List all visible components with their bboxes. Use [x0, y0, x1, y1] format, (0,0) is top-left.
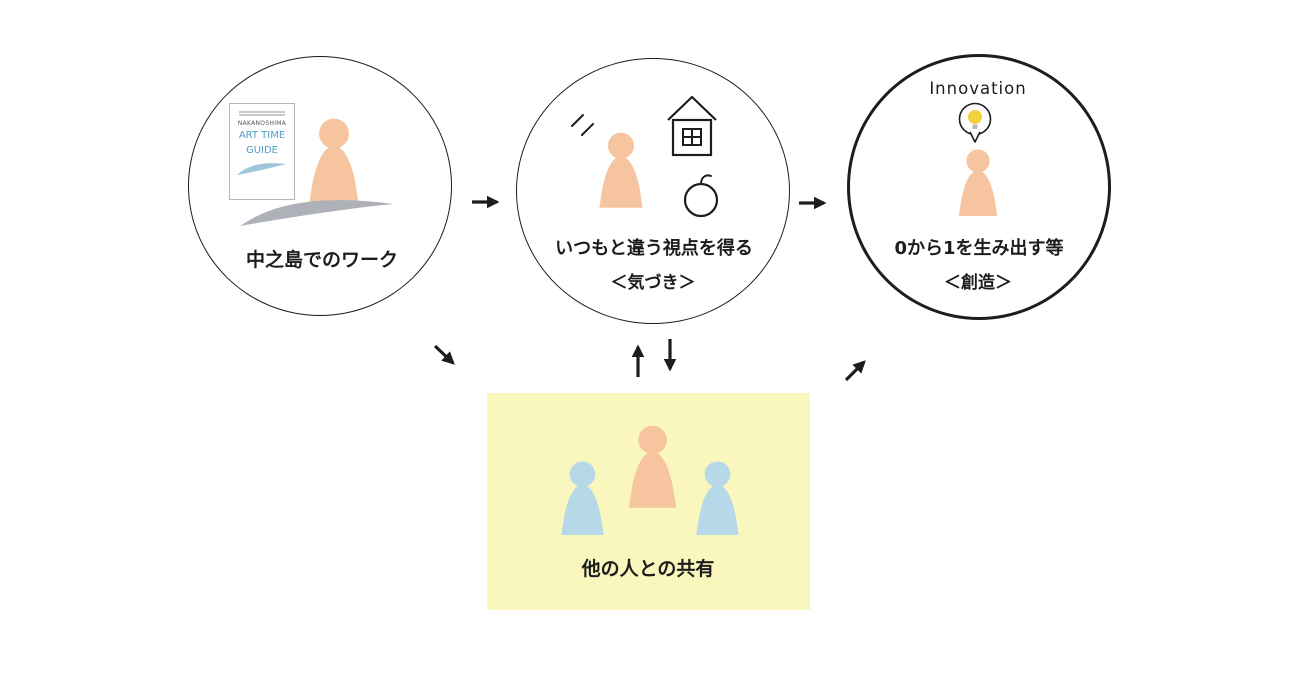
booklet-fineprint-line [239, 114, 285, 116]
booklet-fineprint-line [239, 110, 285, 113]
booklet-caption: NAKANOSHIMA [237, 120, 287, 127]
lightbulb-speech-icon [958, 102, 992, 143]
share-label: 他の人との共有 [581, 558, 715, 580]
person-icon [561, 461, 604, 535]
innovation-label: 0から1を生み出す等 [894, 238, 1064, 259]
apple-icon [683, 174, 719, 218]
creation-sublabel: ＜創造＞ [944, 273, 1012, 293]
booklet-swoosh-icon [237, 163, 286, 175]
gray-swoosh-icon [240, 200, 394, 226]
house-icon [667, 95, 717, 157]
awareness-sublabel: ＜気づき＞ [610, 273, 696, 293]
work-label: 中之島でのワーク [245, 249, 399, 271]
perspective-label: いつもと違う視点を得る [555, 238, 753, 259]
arrow-work-to-sharing [433, 344, 455, 365]
booklet-title-line1: ART TIME [238, 130, 286, 141]
person-icon [599, 132, 643, 208]
person-icon [628, 425, 677, 508]
emphasis-marks-icon [571, 114, 594, 136]
arrow-sharing-to-innovation [844, 360, 866, 382]
art-time-guide-booklet: NAKANOSHIMA ART TIME GUIDE [229, 103, 295, 200]
circle-new-perspective [516, 58, 790, 324]
person-icon [958, 149, 998, 216]
innovation-title: Innovation [929, 79, 1027, 98]
booklet-title-line2: GUIDE [245, 145, 279, 156]
person-icon [696, 461, 739, 535]
person-icon [309, 118, 359, 205]
